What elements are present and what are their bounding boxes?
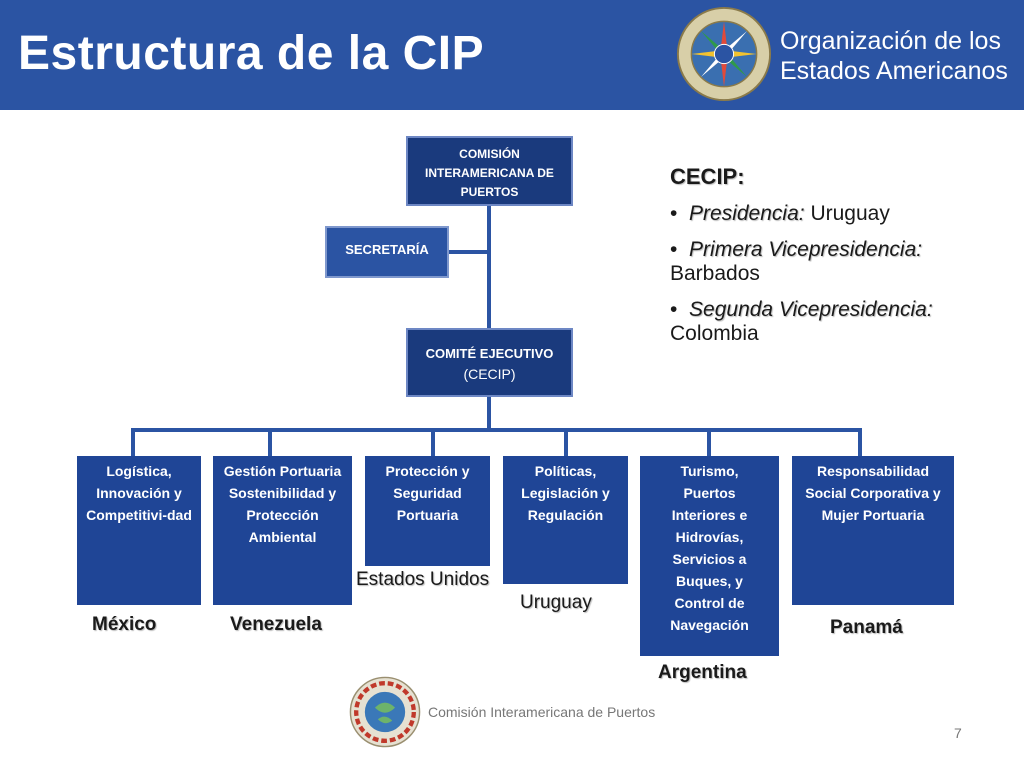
- executive-committee-abbr: (CECIP): [463, 366, 516, 382]
- committee-box-1: Logística, Innovación y Competitivi-dad: [77, 456, 201, 605]
- chair-estados-unidos: Estados Unidos: [356, 569, 490, 590]
- org-name-line1: Organización de los: [780, 27, 1001, 55]
- committee-label-5: Turismo, Puertos Interiores e Hidrovías,…: [670, 463, 749, 633]
- cecip-country: Colombia: [670, 322, 759, 345]
- cecip-country: Barbados: [670, 262, 760, 285]
- bullet-icon: •: [670, 238, 684, 261]
- executive-committee-label: COMITÉ EJECUTIVO: [425, 346, 554, 361]
- chair-mexico: México: [92, 614, 157, 635]
- header-bar: Estructura de la CIP Organización de los…: [0, 0, 1024, 110]
- chair-venezuela: Venezuela: [230, 614, 322, 635]
- committee-label-3: Protección y Seguridad Portuaria: [385, 463, 470, 523]
- committee-label-2: Gestión Portuaria Sostenibilidad y Prote…: [223, 463, 342, 545]
- secretariat-label: SECRETARÍA: [345, 242, 429, 257]
- bullet-icon: •: [670, 202, 684, 225]
- cecip-country: Uruguay: [810, 202, 890, 225]
- cecip-title: CECIP:: [670, 164, 745, 189]
- page-title: Estructura de la CIP: [18, 27, 485, 80]
- committee-label-1: Logística, Innovación y Competitivi-dad: [86, 463, 192, 523]
- bullet-icon: •: [670, 298, 684, 321]
- cip-seal-logo: [349, 676, 421, 748]
- committee-box-6: Responsabilidad Social Corporativa y Muj…: [792, 456, 954, 605]
- committee-label-6: Responsabilidad Social Corporativa y Muj…: [805, 463, 941, 523]
- committee-box-2: Gestión Portuaria Sostenibilidad y Prote…: [213, 456, 352, 605]
- secretariat-box: SECRETARÍA: [325, 226, 449, 278]
- committee-box-3: Protección y Seguridad Portuaria: [365, 456, 490, 566]
- cecip-panel: CECIP: • Presidencia: Uruguay • Primera …: [670, 164, 1010, 358]
- chair-uruguay: Uruguay: [520, 592, 592, 613]
- page-number: 7: [954, 725, 962, 741]
- committee-label-4: Políticas, Legislación y Regulación: [521, 463, 610, 523]
- cecip-item-presidencia: • Presidencia: Uruguay: [670, 202, 1010, 226]
- committee-box-4: Políticas, Legislación y Regulación: [503, 456, 628, 584]
- executive-committee-box: COMITÉ EJECUTIVO (CECIP): [406, 328, 573, 397]
- org-name: Organización de los Estados Americanos: [780, 26, 1008, 86]
- cecip-role: Presidencia:: [689, 202, 805, 225]
- oas-seal-logo: [676, 6, 772, 102]
- chair-argentina: Argentina: [658, 662, 747, 683]
- org-name-line2: Estados Americanos: [780, 57, 1008, 85]
- cecip-item-primera-vicepresidencia: • Primera Vicepresidencia: Barbados: [670, 238, 1010, 286]
- cecip-item-segunda-vicepresidencia: • Segunda Vicepresidencia: Colombia: [670, 298, 1010, 346]
- top-box-label: COMISIÓN INTERAMERICANA DE PUERTOS: [425, 147, 554, 199]
- top-box-cip: COMISIÓN INTERAMERICANA DE PUERTOS: [406, 136, 573, 206]
- chair-panama: Panamá: [830, 617, 903, 638]
- cecip-role: Primera Vicepresidencia:: [689, 238, 923, 261]
- cecip-role: Segunda Vicepresidencia:: [689, 298, 933, 321]
- footer-text: Comisión Interamericana de Puertos: [428, 704, 656, 720]
- committee-box-5: Turismo, Puertos Interiores e Hidrovías,…: [640, 456, 779, 656]
